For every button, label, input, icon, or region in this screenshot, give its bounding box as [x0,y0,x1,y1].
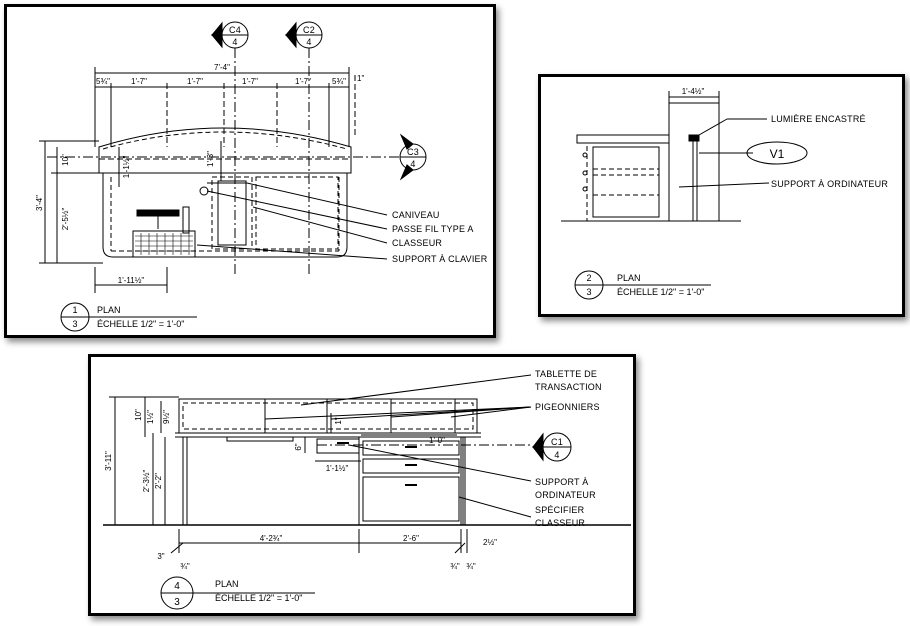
dim-shelf-a: 1½" [146,410,155,424]
section-c1-id: C1 [551,437,563,447]
callout-support-clavier: SUPPORT À CLAVIER [392,254,488,264]
plan-drawing: C4 4 C2 4 C3 4 7'-4" 5¾" 1'-7" 1'-7" 1'-… [35,21,488,332]
section-marker-c4 [210,21,249,277]
section-c4-id: C4 [229,25,241,35]
title-name: PLAN [617,273,641,283]
title-number: 4 [174,581,180,592]
callout-lumiere: LUMIÈRE ENCASTRÉ [771,114,866,124]
dim-shelf-b: 9½" [162,410,171,424]
dim-inner-b: 1'-3" [206,151,215,167]
dim-right-offset: 2½" [483,538,497,547]
dim-lower-b: 2'-2" [154,473,163,489]
dim-seg-c: 1'-7" [187,77,203,86]
title-sheet: 3 [586,287,591,297]
dim-span-b: 2'-6" [403,534,419,543]
dim-seg-d: 1'-7" [242,77,258,86]
dim-lower-a: 2'-3½" [142,470,151,493]
dim-top-depth: 10" [61,154,70,166]
dim-drawer-h: 1'-1½" [326,464,349,473]
title-name: PLAN [215,579,239,589]
dim-seg-f: 5¾" [332,77,346,86]
callout-support-1: SUPPORT À [535,477,588,487]
dim-drawer-w: 1'-0" [429,436,445,445]
dim-depth: 3'-4" [35,195,44,211]
dim-top-right: 1" [357,74,364,83]
section-c4-sheet: 4 [232,37,237,47]
side-view-panel: 1'-4½" LUMIÈRE ENCASTRÉ SUPPORT À ORDINA… [538,74,905,317]
callout-pigeonniers: PIGEONNIERS [535,402,600,412]
dim-seg-b: 1'-7" [131,77,147,86]
dim-drawer-small: 6" [294,443,303,450]
elevation-drawing: 4 3 PLAN ÉCHELLE 1/2" = 1'-0" C1 4 3'-11… [103,369,631,610]
callout-classeur: CLASSEUR [535,518,585,528]
title-number: 2 [586,273,591,283]
dim-top-shelf: 10" [134,409,143,421]
section-marker-c2 [284,21,323,277]
dim-left-leg: ¾" [180,562,190,571]
elevation-view-panel: 4 3 PLAN ÉCHELLE 1/2" = 1'-0" C1 4 3'-11… [88,354,636,616]
title-scale: ÉCHELLE 1/2" = 1'-0" [215,593,302,603]
callout-tablette-1: TABLETTE DE [535,369,597,379]
dim-seg-e: 1'-7" [295,77,311,86]
callout-specifier: SPÉCIFIER [535,505,585,515]
title-name: PLAN [97,305,121,315]
callout-classeur: CLASSEUR [392,238,442,248]
section-c3-id: C3 [407,147,419,157]
dim-overall-height: 3'-11" [104,451,113,471]
section-c2-id: C2 [303,25,315,35]
dim-right-leg: ¾" [450,562,460,571]
dim-inner-small: 1" [334,417,343,424]
title-scale: ÉCHELLE 1/2" = 1'-0" [617,287,704,297]
dim-seg-a: 5¾" [96,77,110,86]
side-drawing: 1'-4½" LUMIÈRE ENCASTRÉ SUPPORT À ORDINA… [561,87,888,300]
callout-tablette-2: TRANSACTION [535,382,602,392]
dim-span-a: 4'-2¾" [260,534,283,543]
callout-support-ordinateur: SUPPORT À ORDINATEUR [771,179,888,189]
dim-overall-width: 7'-4" [214,63,230,72]
title-scale: ÉCHELLE 1/2" = 1'-0" [97,319,184,329]
section-marker-c1 [531,432,572,462]
callout-support-2: ORDINATEUR [535,490,596,500]
section-c2-sheet: 4 [306,37,311,47]
callout-passe-fil: PASSE FIL TYPE A [392,224,474,234]
section-c1-sheet: 4 [554,450,559,460]
plan-view-panel: C4 4 C2 4 C3 4 7'-4" 5¾" 1'-7" 1'-7" 1'-… [4,4,496,338]
title-sheet: 3 [72,319,77,329]
dim-bottom: 1'-11½" [118,276,145,285]
callout-caniveau: CANIVEAU [392,210,440,220]
title-number: 1 [72,305,77,315]
dim-left-offset: 3" [157,552,164,561]
tag-v1: V1 [770,147,785,161]
dim-right-leg-b: ¾" [466,562,476,571]
dim-lower-depth: 2'-5½" [61,208,70,231]
dim-top: 1'-4½" [682,87,705,96]
section-marker-c3 [47,133,427,181]
section-c3-sheet: 4 [410,159,415,169]
dim-inner-a: 1'-1½" [122,156,131,179]
title-sheet: 3 [174,597,180,608]
